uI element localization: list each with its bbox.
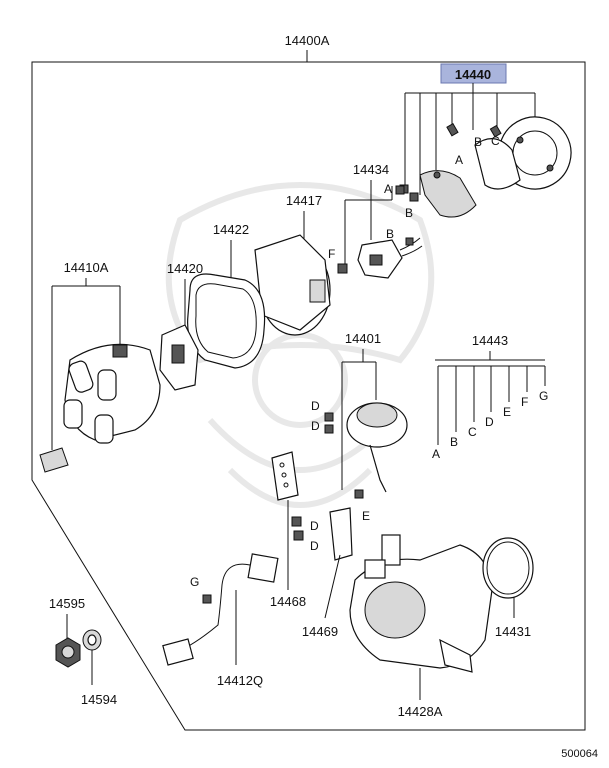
letter-14443-d: D bbox=[485, 415, 494, 429]
letter-14469-d2: D bbox=[310, 539, 319, 553]
label-14468: 14468 bbox=[270, 594, 306, 609]
label-14412Q: 14412Q bbox=[217, 673, 263, 688]
letter-14443-g: G bbox=[539, 389, 548, 403]
label-14595: 14595 bbox=[49, 596, 85, 611]
part-14420-rotor-cover[interactable] bbox=[159, 324, 199, 391]
label-14401: 14401 bbox=[345, 331, 381, 346]
letter-14401-d1: D bbox=[311, 399, 320, 413]
label-14410A: 14410A bbox=[64, 260, 109, 275]
part-14440-components[interactable] bbox=[399, 109, 579, 218]
label-14443: 14443 bbox=[472, 333, 508, 348]
leaders-14440 bbox=[404, 83, 536, 195]
assembly-label: 14400A bbox=[285, 33, 330, 48]
letter-14443-b: B bbox=[450, 435, 458, 449]
letter-14443-f: F bbox=[521, 395, 528, 409]
leaders-14443 bbox=[435, 351, 546, 445]
label-14422: 14422 bbox=[213, 222, 249, 237]
assembly-frame bbox=[31, 50, 586, 731]
part-14410A-distributor-cap[interactable] bbox=[39, 343, 161, 473]
label-14431: 14431 bbox=[495, 624, 531, 639]
letter-14412-g: G bbox=[190, 575, 199, 589]
highlighted-part-14440[interactable]: 14440 bbox=[440, 63, 507, 84]
label-14417: 14417 bbox=[286, 193, 322, 208]
leaders-14434 bbox=[344, 180, 393, 265]
highlighted-label[interactable]: 14440 bbox=[455, 67, 491, 82]
letter-14443-c: C bbox=[468, 425, 477, 439]
letter-14443-e: E bbox=[503, 405, 511, 419]
part-14428A-housing[interactable] bbox=[349, 534, 493, 700]
diagram-code: 500064 bbox=[561, 748, 598, 760]
label-14434: 14434 bbox=[353, 162, 389, 177]
part-14594-washer[interactable] bbox=[82, 629, 102, 685]
letter-14434-b: B bbox=[405, 206, 413, 220]
label-14428A: 14428A bbox=[398, 704, 443, 719]
letter-14440-c: C bbox=[491, 134, 500, 148]
letter-14434-f: F bbox=[328, 247, 335, 261]
letter-14469-d1: D bbox=[310, 519, 319, 533]
letter-14434-a: A bbox=[384, 182, 392, 196]
letter-14440-b: B bbox=[474, 135, 482, 149]
part-14401-vacuum-advance[interactable] bbox=[324, 402, 408, 499]
label-14594: 14594 bbox=[81, 692, 117, 707]
leaders-14401 bbox=[341, 349, 377, 490]
letter-14401-e: E bbox=[362, 509, 370, 523]
part-14422-gasket[interactable] bbox=[187, 273, 266, 369]
leaders-14410A bbox=[51, 278, 121, 450]
letter-14434-b2: B bbox=[386, 227, 394, 241]
label-14469: 14469 bbox=[302, 624, 338, 639]
letter-14401-d2: D bbox=[311, 419, 320, 433]
part-14595-nut[interactable] bbox=[55, 637, 81, 668]
part-14412Q-igniter[interactable] bbox=[162, 553, 279, 666]
letter-14440-a: A bbox=[455, 153, 463, 167]
part-14469-bracket[interactable] bbox=[291, 507, 353, 619]
letter-14443-a: A bbox=[432, 447, 440, 461]
part-14468-bracket[interactable] bbox=[271, 451, 299, 590]
part-14431-o-ring[interactable] bbox=[482, 537, 534, 618]
label-14420: 14420 bbox=[167, 261, 203, 276]
part-14434-pickup[interactable] bbox=[337, 185, 423, 279]
part-14417-rotor[interactable] bbox=[254, 234, 331, 336]
